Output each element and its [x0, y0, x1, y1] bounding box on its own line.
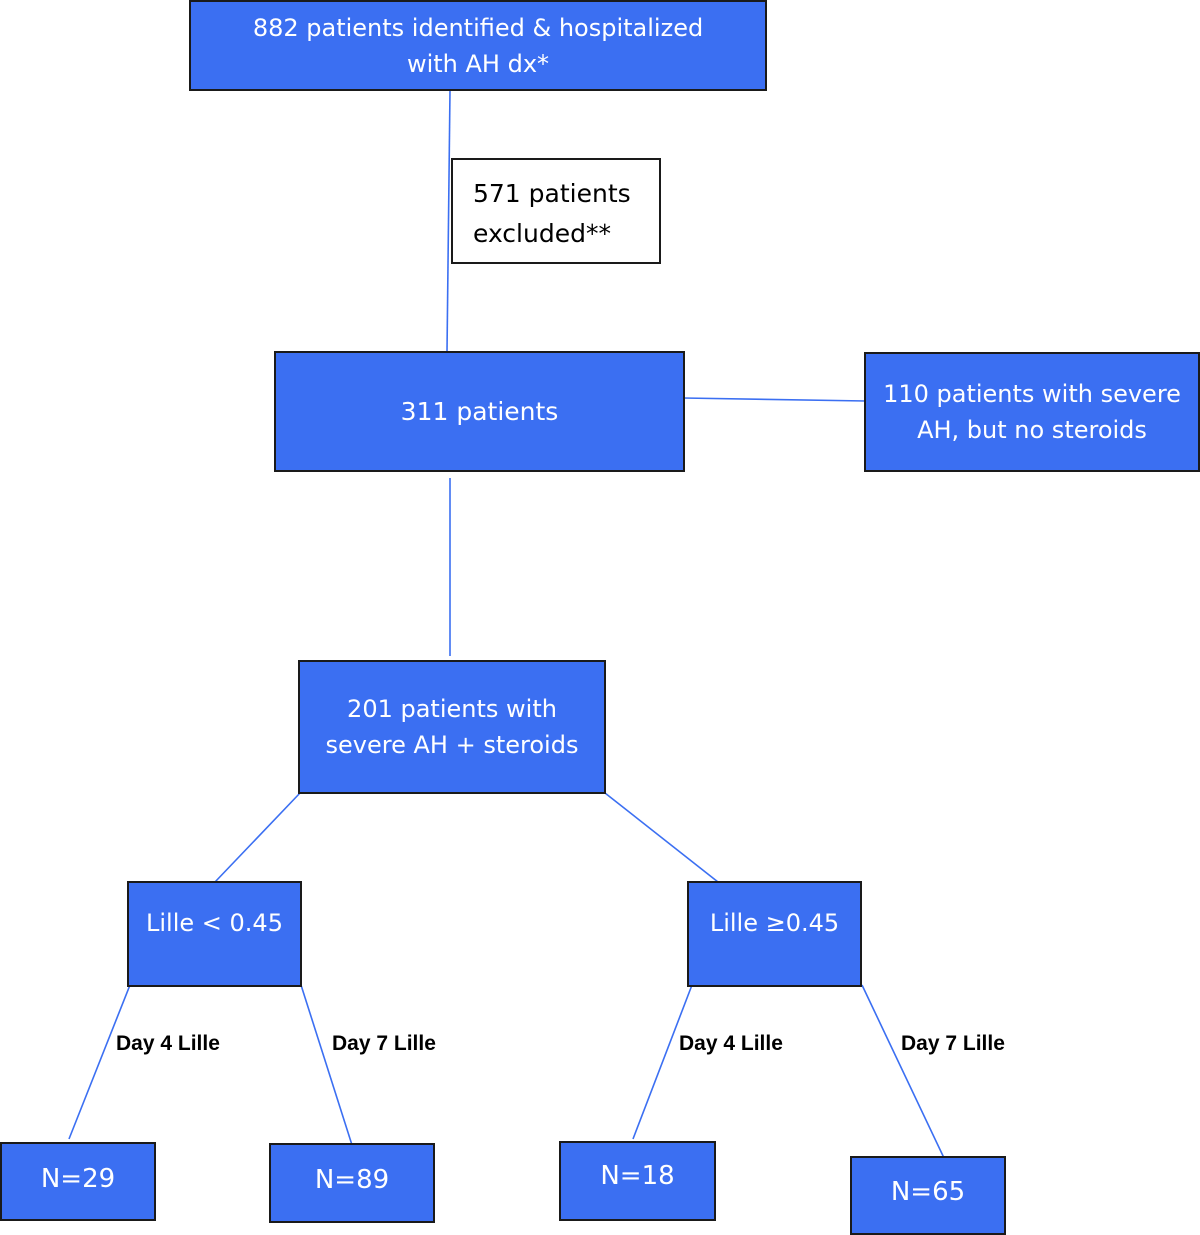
- no-steroids-box: 110 patients with severe AH, but no ster…: [864, 352, 1200, 472]
- n89-text: N=89: [314, 1165, 390, 1195]
- connector-lille-low-to-n89: [300, 984, 353, 1146]
- identified-box: 882 patients identified & hospitalized w…: [189, 0, 767, 91]
- lille-high-box: Lille ≥0.45: [687, 881, 862, 987]
- excluded-note: 571 patients excluded**: [451, 158, 661, 264]
- n18-text: N=18: [600, 1161, 675, 1191]
- connector-identified-to-total: [446, 89, 451, 353]
- total-text: 311 patients: [400, 396, 559, 426]
- connector-total-to-no-steroids: [682, 397, 867, 402]
- excluded-text: 571 patients excluded**: [473, 179, 631, 248]
- edge-label-high-day7: Day 7 Lille: [901, 1032, 1005, 1055]
- connector-lille-low-to-n29: [68, 984, 131, 1140]
- steroids-box: 201 patients with severe AH + steroids: [298, 660, 606, 794]
- lille-high-text: Lille ≥0.45: [709, 909, 840, 937]
- n65-text: N=65: [890, 1177, 966, 1207]
- edge-label-low-day7: Day 7 Lille: [332, 1032, 436, 1055]
- n89-box: N=89: [269, 1143, 435, 1223]
- n29-box: N=29: [0, 1142, 156, 1221]
- lille-low-box: Lille < 0.45: [127, 881, 302, 987]
- edge-label-high-day4: Day 4 Lille: [679, 1032, 783, 1055]
- no-steroids-text: 110 patients with severe AH, but no ster…: [883, 380, 1181, 444]
- n18-box: N=18: [559, 1141, 716, 1221]
- identified-text: 882 patients identified & hospitalized w…: [252, 13, 704, 78]
- connector-steroids-to-lille-low: [214, 792, 301, 883]
- n65-box: N=65: [850, 1156, 1006, 1235]
- connector-lille-high-to-n18: [632, 984, 693, 1140]
- total-box: 311 patients: [274, 351, 685, 472]
- connector-steroids-to-lille-high: [604, 792, 719, 883]
- steroids-text: 201 patients with severe AH + steroids: [325, 695, 579, 759]
- edge-label-low-day4: Day 4 Lille: [116, 1032, 220, 1055]
- lille-low-text: Lille < 0.45: [146, 909, 283, 937]
- connector-lille-high-to-n65: [861, 984, 945, 1159]
- n29-text: N=29: [40, 1164, 116, 1194]
